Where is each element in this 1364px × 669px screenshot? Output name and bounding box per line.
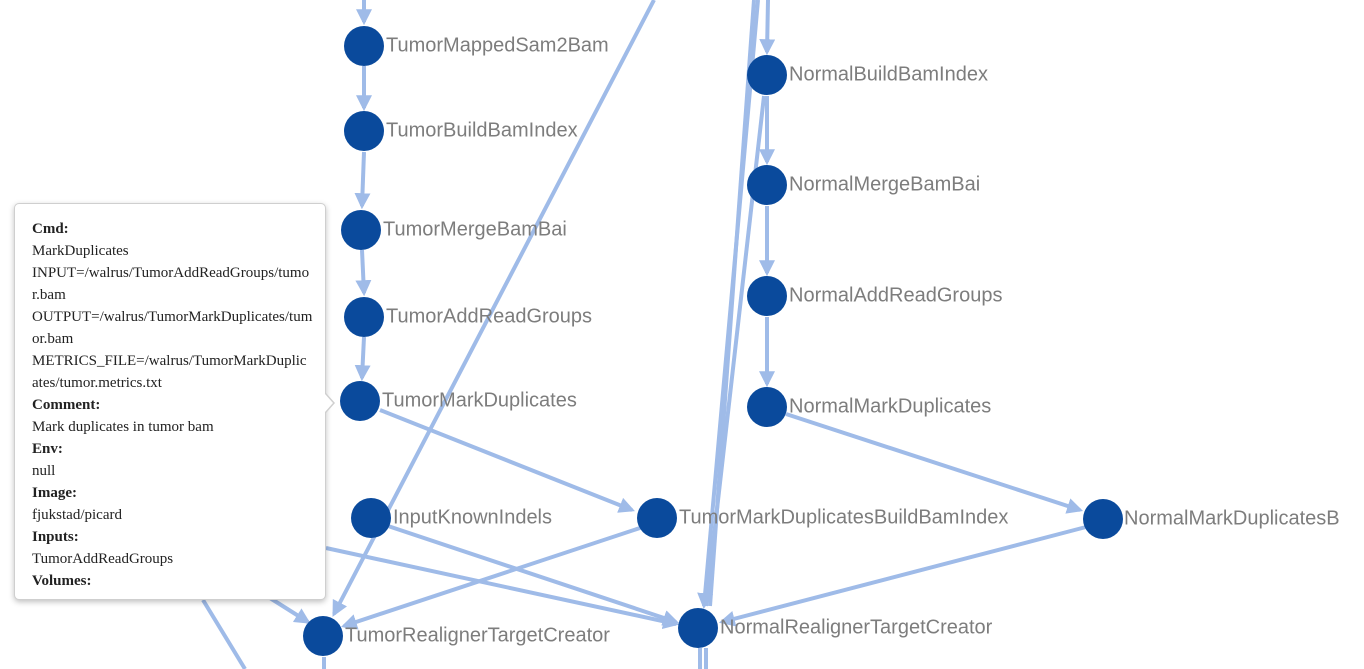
- edge: [325, 546, 680, 630]
- node-dot[interactable]: [344, 26, 384, 66]
- edge: [387, 524, 680, 626]
- cmd-line: OUTPUT=/walrus/TumorMarkDuplicates/tumor…: [32, 309, 313, 347]
- node-normal-build-bam-index[interactable]: NormalBuildBamIndex: [747, 55, 988, 95]
- edge: [268, 596, 311, 624]
- node-label: TumorBuildBamIndex: [386, 119, 578, 141]
- node-label: NormalAddReadGroups: [789, 284, 1002, 306]
- cmd-line: MarkDuplicates: [32, 243, 129, 259]
- node-input-known-indels[interactable]: InputKnownIndels: [351, 498, 552, 538]
- image-value: fjukstad/picard: [32, 507, 122, 523]
- node-dot[interactable]: [344, 297, 384, 337]
- node-tumor-merge-bam-bai[interactable]: TumorMergeBamBai: [341, 210, 567, 250]
- edge: [354, 336, 371, 382]
- node-normal-mark-duplicates-build-bam-index[interactable]: NormalMarkDuplicatesB: [1083, 499, 1340, 539]
- node-normal-add-read-groups[interactable]: NormalAddReadGroups: [747, 276, 1002, 316]
- node-dot[interactable]: [747, 276, 787, 316]
- node-tumor-add-read-groups[interactable]: TumorAddReadGroups: [344, 297, 592, 337]
- comment-value: Mark duplicates in tumor bam: [32, 419, 214, 435]
- node-label: TumorAddReadGroups: [386, 305, 592, 327]
- node-tumor-realigner-target-creator[interactable]: TumorRealignerTargetCreator: [303, 616, 610, 656]
- node-dot[interactable]: [747, 55, 787, 95]
- node-tumor-build-bam-index[interactable]: TumorBuildBamIndex: [344, 111, 578, 151]
- node-dot[interactable]: [637, 498, 677, 538]
- edge: [759, 0, 776, 56]
- tooltip-pointer-fill: [325, 394, 333, 412]
- node-dot[interactable]: [1083, 499, 1123, 539]
- edge: [355, 249, 372, 297]
- node-label: TumorRealignerTargetCreator: [345, 624, 610, 646]
- cmd-label: Cmd:: [32, 221, 69, 237]
- node-tumor-mark-duplicates-build-bam-index[interactable]: TumorMarkDuplicatesBuildBamIndex: [637, 498, 1008, 538]
- image-label: Image:: [32, 485, 77, 501]
- node-label: NormalMergeBamBai: [789, 173, 980, 195]
- env-label: Env:: [32, 441, 63, 457]
- node-tooltip: Cmd: MarkDuplicates INPUT=/walrus/TumorA…: [14, 203, 326, 600]
- node-tumor-mark-duplicates[interactable]: TumorMarkDuplicates: [340, 381, 577, 421]
- comment-label: Comment:: [32, 397, 101, 413]
- node-label: NormalBuildBamIndex: [789, 63, 988, 85]
- edge: [354, 151, 371, 210]
- node-tumor-mapped-sam2bam[interactable]: TumorMappedSam2Bam: [344, 26, 609, 66]
- volumes-label: Volumes:: [32, 573, 92, 589]
- node-dot[interactable]: [678, 608, 718, 648]
- node-dot[interactable]: [303, 616, 343, 656]
- cmd-line: INPUT=/walrus/TumorAddReadGroups/tumor.b…: [32, 265, 310, 303]
- node-dot[interactable]: [340, 381, 380, 421]
- node-label: InputKnownIndels: [393, 506, 552, 528]
- node-normal-mark-duplicates[interactable]: NormalMarkDuplicates: [747, 387, 991, 427]
- node-label: TumorMarkDuplicates: [382, 389, 577, 411]
- node-dot[interactable]: [341, 210, 381, 250]
- node-normal-merge-bam-bai[interactable]: NormalMergeBamBai: [747, 165, 980, 205]
- edge: [340, 526, 641, 630]
- inputs-value: TumorAddReadGroups: [32, 551, 174, 567]
- node-dot[interactable]: [344, 111, 384, 151]
- node-label: NormalRealignerTargetCreator: [720, 616, 993, 638]
- env-value: null: [32, 463, 56, 479]
- node-dot[interactable]: [747, 165, 787, 205]
- node-dot[interactable]: [351, 498, 391, 538]
- edge: [718, 525, 1087, 627]
- node-label: NormalMarkDuplicatesB: [1124, 507, 1340, 529]
- node-label: TumorMappedSam2Bam: [386, 34, 609, 56]
- node-normal-realigner-target-creator[interactable]: NormalRealignerTargetCreator: [678, 608, 993, 648]
- node-label: TumorMergeBamBai: [383, 218, 567, 240]
- cmd-line: METRICS_FILE=/walrus/TumorMarkDuplicates…: [32, 353, 307, 391]
- node-label: NormalMarkDuplicates: [789, 395, 991, 417]
- inputs-label: Inputs:: [32, 529, 79, 545]
- edge: [785, 412, 1084, 514]
- node-label: TumorMarkDuplicatesBuildBamIndex: [679, 506, 1008, 528]
- edges: [201, 0, 1087, 669]
- edge: [379, 408, 635, 513]
- edge: [201, 598, 247, 669]
- node-dot[interactable]: [747, 387, 787, 427]
